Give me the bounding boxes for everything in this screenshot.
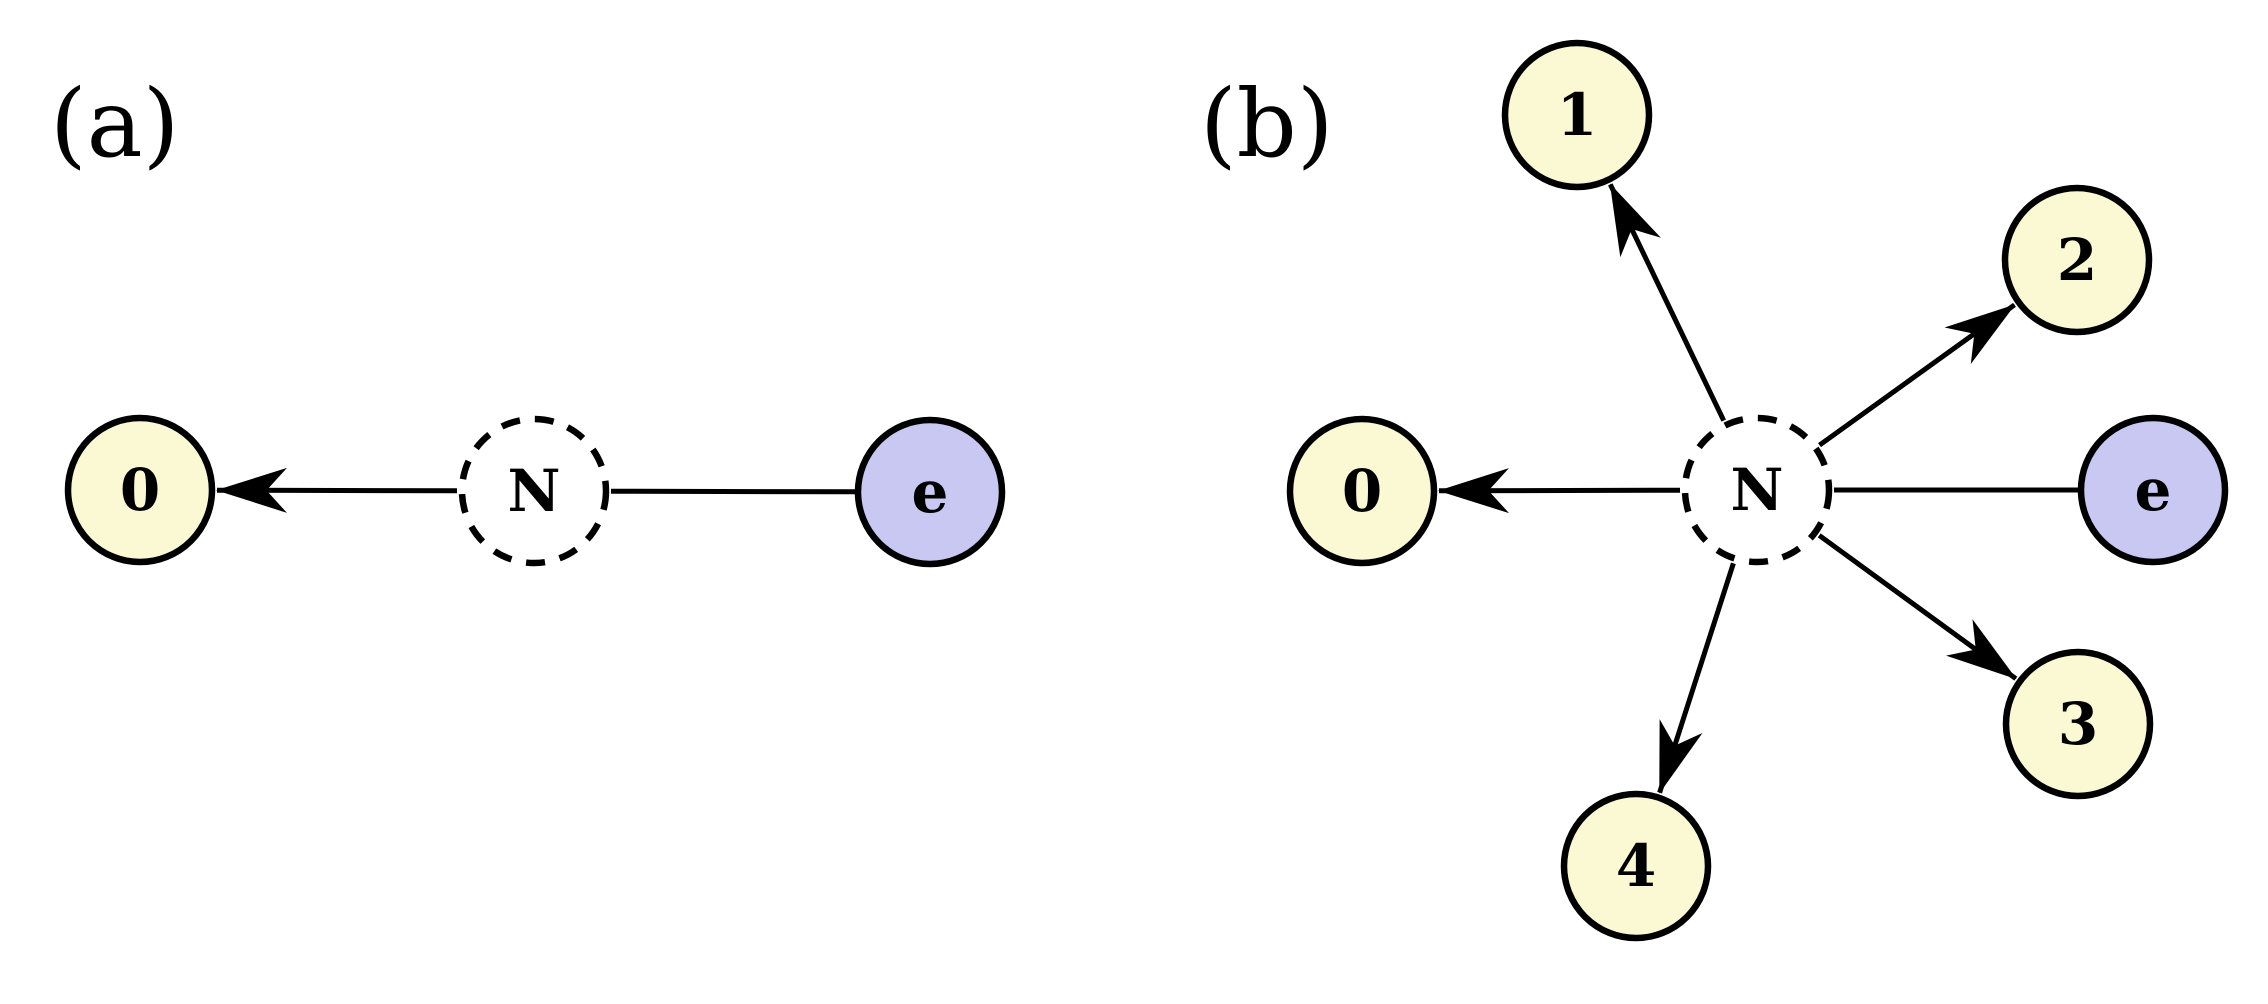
node-label-b-4: 4 [1616,832,1656,900]
node-b-1 [1501,39,1653,191]
node-label-b-0: 0 [1342,457,1382,525]
node-a-0 [64,414,216,566]
node-label-a-N: N [507,457,560,525]
node-label-b-e: e [2135,456,2172,524]
edge-b-N-4 [1657,562,1736,794]
panel-label-a: (a) [50,70,179,179]
node-label-b-3: 3 [2058,690,2098,758]
node-label-b-1: 1 [1557,81,1597,149]
edge-a-N-0 [216,467,458,513]
panel-label-b: (b) [1200,70,1334,179]
node-a-N [458,415,610,567]
node-label-a-e: e [912,458,949,526]
node-b-2 [2001,184,2153,336]
node-label-b-N: N [1730,456,1783,524]
edge-b-N-2 [1818,302,2016,448]
edge-a-e-N [610,488,857,495]
node-label-b-2: 2 [2057,226,2097,294]
node-b-0 [1286,415,1438,567]
node-b-e [2077,414,2229,566]
node-a-e [854,416,1006,568]
node-label-a-0: 0 [120,456,160,524]
node-b-4 [1560,790,1712,942]
node-b-N [1681,414,1833,566]
node-b-3 [2002,648,2154,800]
edge-b-N-1 [1608,183,1726,422]
edge-b-N-0 [1438,468,1681,514]
edge-b-N-3 [1817,533,2018,681]
